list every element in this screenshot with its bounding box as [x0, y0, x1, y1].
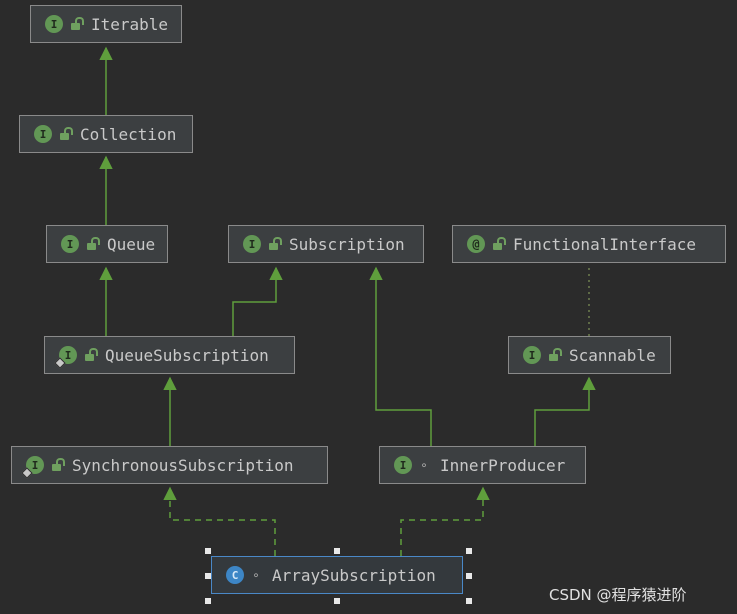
watermark: CSDN @程序猿进阶 — [549, 586, 687, 604]
interface-icon: I — [394, 456, 412, 474]
annotation-icon: @ — [467, 235, 485, 253]
node-label: Iterable — [91, 14, 169, 34]
interface-icon: I — [523, 346, 541, 364]
lock-icon — [267, 237, 282, 250]
edge-arraysubscription-innerproducer — [400, 486, 490, 556]
lock-icon — [83, 348, 98, 361]
node-label: SynchronousSubscription — [72, 455, 294, 475]
class-icon: C — [226, 566, 244, 584]
node-functional-interface[interactable]: @ FunctionalInterface — [452, 225, 726, 263]
node-label: ArraySubscription — [272, 565, 436, 585]
lock-icon — [85, 237, 100, 250]
lock-icon — [50, 458, 65, 471]
edge-innerproducer-subscription — [369, 266, 432, 446]
resize-handle[interactable] — [205, 548, 211, 554]
resize-handle[interactable] — [334, 598, 340, 604]
node-collection[interactable]: I Collection — [19, 115, 193, 153]
resize-handle[interactable] — [334, 548, 340, 554]
package-private-icon: ∘ — [420, 458, 428, 472]
node-iterable[interactable]: I Iterable — [30, 5, 182, 43]
edge-arraysubscription-synchronoussubscription — [163, 486, 276, 556]
node-queue[interactable]: I Queue — [46, 225, 168, 263]
node-label: Collection — [80, 124, 177, 144]
edge-innerproducer-scannable — [534, 376, 596, 446]
node-label: Queue — [107, 234, 156, 254]
resize-handle[interactable] — [205, 573, 211, 579]
package-private-icon: ∘ — [252, 568, 260, 582]
interface-icon: I — [243, 235, 261, 253]
lock-icon — [69, 17, 84, 30]
node-label: QueueSubscription — [105, 345, 269, 365]
resize-handle[interactable] — [466, 598, 472, 604]
resize-handle[interactable] — [466, 548, 472, 554]
lock-icon — [547, 348, 562, 361]
edge-queuesubscription-subscription — [232, 266, 283, 336]
node-array-subscription[interactable]: C ∘ ArraySubscription — [211, 556, 463, 594]
node-label: Subscription — [289, 234, 405, 254]
node-subscription[interactable]: I Subscription — [228, 225, 424, 263]
interface-icon: I — [54, 346, 77, 369]
node-label: Scannable — [569, 345, 656, 365]
lock-icon — [58, 127, 73, 140]
node-queue-subscription[interactable]: I QueueSubscription — [44, 336, 295, 374]
node-inner-producer[interactable]: I ∘ InnerProducer — [379, 446, 586, 484]
resize-handle[interactable] — [466, 573, 472, 579]
resize-handle[interactable] — [205, 598, 211, 604]
interface-icon: I — [61, 235, 79, 253]
lock-icon — [491, 237, 506, 250]
interface-icon: I — [21, 456, 44, 479]
interface-icon: I — [34, 125, 52, 143]
interface-icon: I — [45, 15, 63, 33]
node-label: InnerProducer — [440, 455, 566, 475]
node-synchronous-subscription[interactable]: I SynchronousSubscription — [11, 446, 328, 484]
node-scannable[interactable]: I Scannable — [508, 336, 671, 374]
node-label: FunctionalInterface — [513, 234, 697, 254]
